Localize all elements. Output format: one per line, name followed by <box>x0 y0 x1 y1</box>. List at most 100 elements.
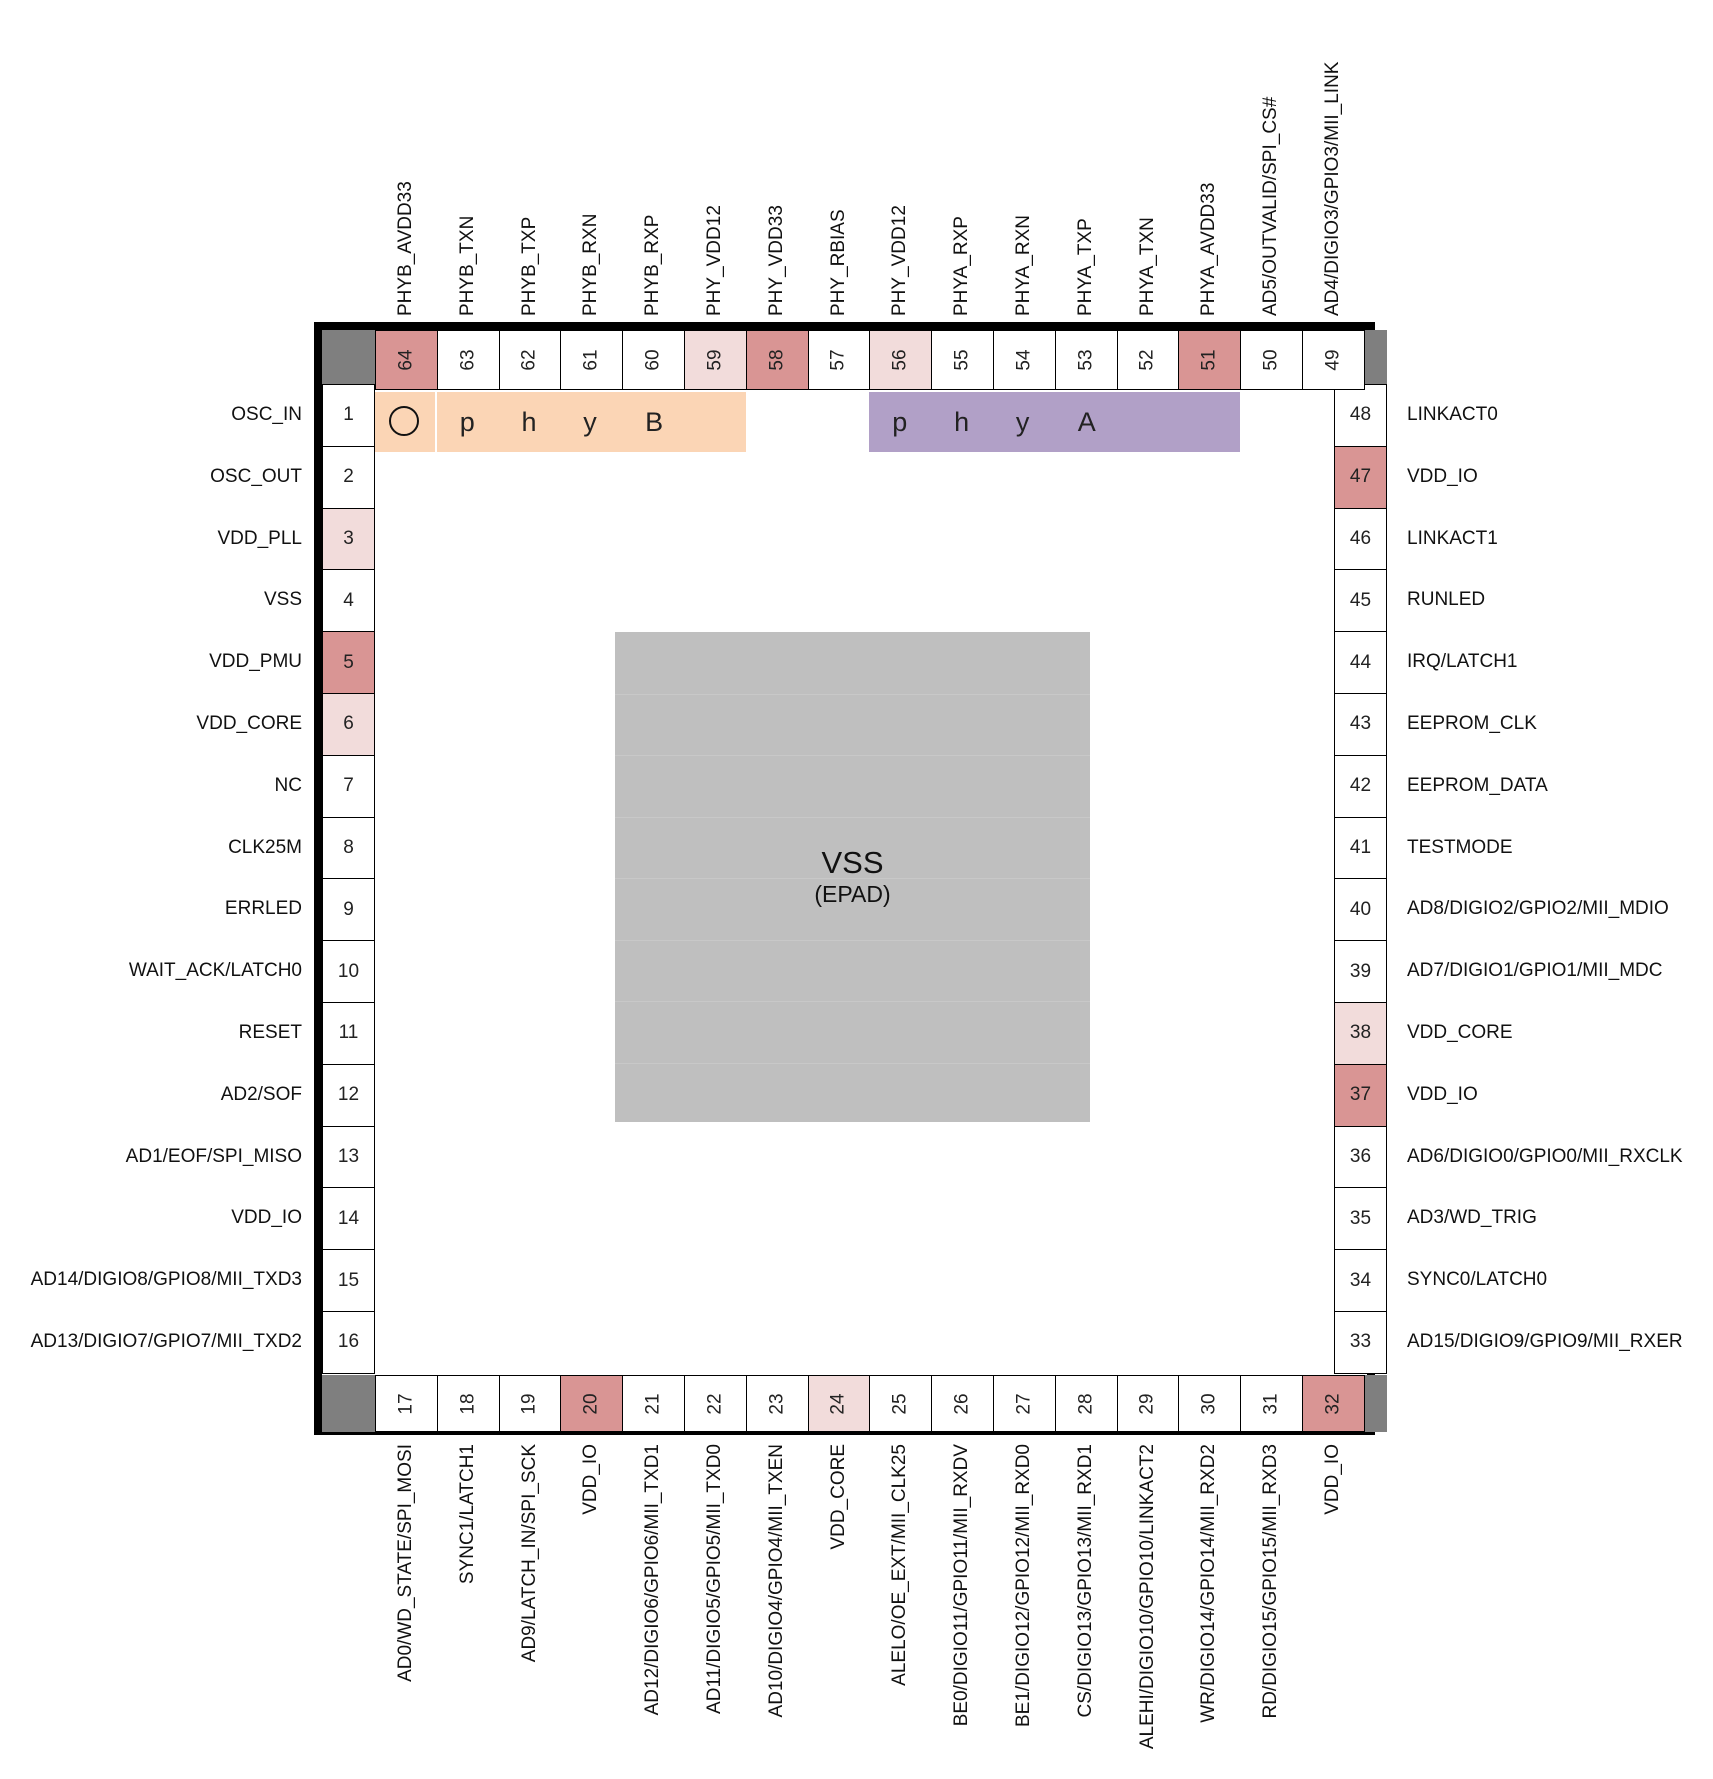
pin-number-cell: 39 <box>1334 940 1387 1003</box>
pin-number: 23 <box>766 1392 788 1415</box>
pin-number: 37 <box>1349 1084 1372 1106</box>
pin-number-cell: 58 <box>745 330 809 390</box>
pin-number-cell: 34 <box>1334 1249 1387 1312</box>
pin-number: 22 <box>704 1392 726 1415</box>
pin-label: AD14/DIGIO8/GPIO8/MII_TXD3 <box>30 1269 302 1291</box>
pin-label: PHYB_AVDD33 <box>394 181 416 316</box>
pin-label: RD/DIGIO15/GPIO15/MII_RXD3 <box>1260 1444 1282 1719</box>
pin-number: 26 <box>951 1392 973 1415</box>
pin-number: 61 <box>580 349 602 371</box>
pin-number: 7 <box>343 775 354 797</box>
pin-number: 40 <box>1349 898 1372 920</box>
phy-band-letter: p <box>459 406 475 437</box>
pin-number-cell: 63 <box>436 330 500 390</box>
pin-number: 32 <box>1322 1392 1344 1415</box>
pin-label: PHY_VDD33 <box>765 205 787 316</box>
pin-number: 54 <box>1013 349 1035 371</box>
pin-number: 44 <box>1349 651 1372 673</box>
pin-number: 2 <box>343 466 354 488</box>
pin-number: 6 <box>343 713 354 735</box>
pin-number: 18 <box>457 1392 479 1415</box>
phy-band-letter: h <box>521 406 537 437</box>
pin-number: 33 <box>1349 1331 1372 1353</box>
exposed-pad: VSS (EPAD) <box>615 632 1090 1122</box>
phy-band-letter: y <box>1015 406 1030 437</box>
pin-label: PHYA_RXP <box>951 216 973 316</box>
pin-number-cell: 60 <box>622 330 685 390</box>
pin-label: AD7/DIGIO1/GPIO1/MII_MDC <box>1407 960 1663 982</box>
epad-title: VSS <box>821 845 884 880</box>
pin-number: 52 <box>1136 349 1158 371</box>
pin-number-cell: 24 <box>807 1375 871 1432</box>
pin-number: 53 <box>1075 349 1097 371</box>
pin-number-cell: 52 <box>1116 330 1180 390</box>
pin-number-cell: 1 <box>322 384 375 447</box>
pin-label: OSC_OUT <box>210 465 302 487</box>
pin-number: 48 <box>1349 404 1372 426</box>
pin-number-cell: 43 <box>1334 693 1387 756</box>
pin-label: PHYB_TXP <box>518 216 540 316</box>
epad-grid-line <box>615 693 1090 695</box>
epad-grid-line <box>615 816 1090 818</box>
pin-label: ALELO/OE_EXT/MII_CLK25 <box>889 1444 911 1686</box>
pin-label: AD2/SOF <box>220 1083 302 1105</box>
pin-number-cell: 28 <box>1054 1375 1118 1432</box>
pin-label: VDD_PMU <box>209 651 302 673</box>
pin-number-cell: 17 <box>375 1375 438 1432</box>
pin-label: BE0/DIGIO11/GPIO11/MII_RXDV <box>951 1444 973 1727</box>
phy-band-letter: h <box>954 406 970 437</box>
pin-number: 46 <box>1349 527 1372 549</box>
pin-label: AD6/DIGIO0/GPIO0/MII_RXCLK <box>1407 1145 1683 1167</box>
pin-label: EEPROM_CLK <box>1407 712 1537 734</box>
pin-label: PHY_VDD12 <box>889 205 911 316</box>
pin-number: 20 <box>580 1392 602 1415</box>
pin-label: RUNLED <box>1407 589 1486 611</box>
pin-label: BE1/DIGIO12/GPIO12/MII_RXD0 <box>1012 1444 1034 1727</box>
pin-number-cell: 53 <box>1054 330 1118 390</box>
pin-label: PHYA_TXP <box>1074 218 1096 316</box>
pin-number: 29 <box>1136 1392 1158 1415</box>
pin-number: 38 <box>1349 1022 1372 1044</box>
pin-number-cell: 25 <box>869 1375 933 1432</box>
pin-number: 19 <box>518 1392 540 1415</box>
pin-label: VDD_CORE <box>196 712 302 734</box>
pin-number: 57 <box>827 349 849 371</box>
pin-number: 5 <box>343 651 354 673</box>
pin-label: AD0/WD_STATE/SPI_MOSI <box>394 1444 416 1682</box>
pin-number-cell: 54 <box>993 330 1056 390</box>
pin-number: 4 <box>343 589 354 611</box>
pin-number: 16 <box>337 1331 360 1353</box>
pin-label: VDD_IO <box>580 1444 602 1515</box>
pin-label: TESTMODE <box>1407 836 1513 858</box>
pin-number-cell: 50 <box>1240 330 1303 390</box>
pin-number: 62 <box>518 349 540 371</box>
pin-label: VDD_IO <box>1321 1444 1343 1515</box>
pin-number: 64 <box>395 349 417 371</box>
pin-number-cell: 12 <box>322 1063 375 1127</box>
pin-label: EEPROM_DATA <box>1407 774 1548 796</box>
pin-number: 15 <box>337 1269 360 1291</box>
pin-label: RESET <box>238 1021 302 1043</box>
pin-number-cell: 22 <box>684 1375 747 1432</box>
pin-number-cell: 8 <box>322 816 375 880</box>
pin-number-cell: 7 <box>322 754 375 818</box>
pin-number: 21 <box>642 1392 664 1415</box>
pin-number: 59 <box>704 349 726 371</box>
pin-label: PHYB_TXN <box>456 215 478 316</box>
pin-label: CLK25M <box>228 836 302 858</box>
pin-number: 27 <box>1013 1392 1035 1415</box>
pin-number: 28 <box>1075 1392 1097 1415</box>
pin-label: AD11/DIGIO5/GPIO5/MII_TXD0 <box>703 1444 725 1714</box>
corner-block <box>322 330 375 390</box>
pin-number: 8 <box>343 836 354 858</box>
pin-label: AD10/DIGIO4/GPIO4/MII_TXEN <box>765 1444 787 1718</box>
pin-label: SYNC1/LATCH1 <box>456 1444 478 1585</box>
pin-number: 3 <box>343 527 354 549</box>
pin-number-cell: 45 <box>1334 569 1387 633</box>
pin-label: LINKACT1 <box>1407 527 1498 549</box>
pin-label: IRQ/LATCH1 <box>1407 651 1518 673</box>
pin-number-cell: 14 <box>322 1187 375 1251</box>
phy-band-letter: B <box>645 406 664 437</box>
pin-number-cell: 27 <box>993 1375 1056 1432</box>
